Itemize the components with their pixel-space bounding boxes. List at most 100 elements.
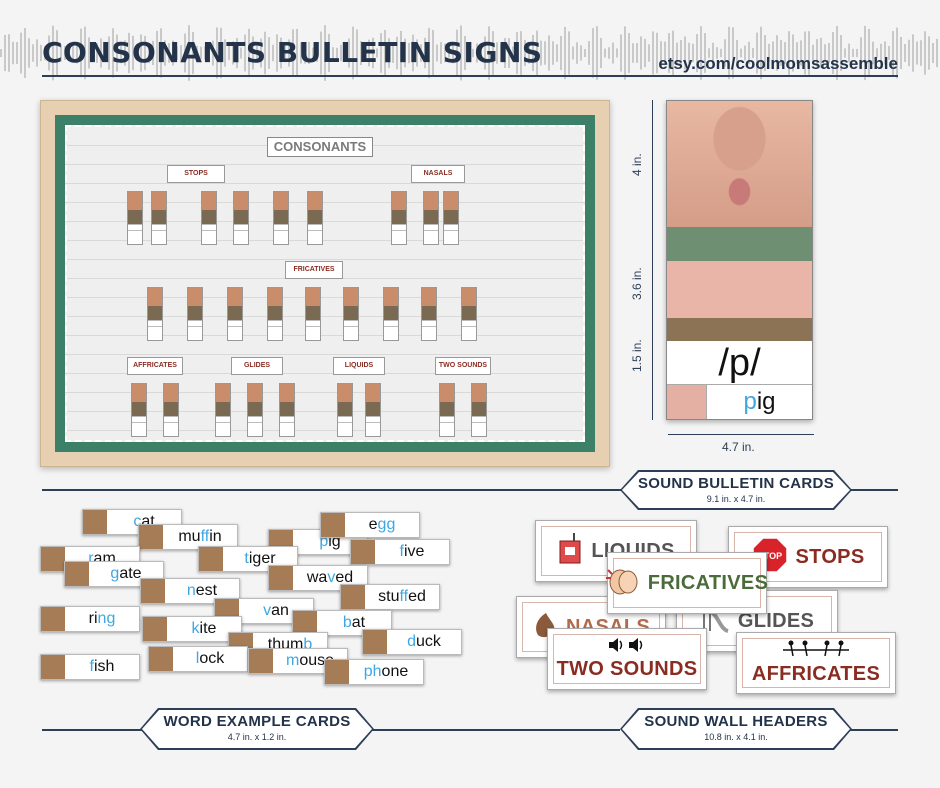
bottom-divider-left-a bbox=[42, 729, 142, 731]
word-example-card: ring bbox=[40, 606, 140, 632]
header-fricatives: FRICATIVES bbox=[605, 552, 768, 614]
word-thumbnail bbox=[139, 525, 163, 549]
board-mini-card bbox=[147, 287, 163, 341]
word-example-card: five bbox=[350, 539, 450, 565]
site-url: etsy.com/coolmomsassemble bbox=[658, 54, 898, 73]
waveform-icon bbox=[0, 25, 938, 81]
word-thumbnail bbox=[341, 585, 365, 609]
word-text: lock bbox=[195, 650, 225, 667]
board-mini-card bbox=[391, 191, 407, 245]
word-thumbnail bbox=[199, 547, 223, 571]
word-thumbnail bbox=[143, 617, 167, 641]
mouth-photo bbox=[667, 101, 812, 227]
phoneme-label: /p/ bbox=[667, 341, 812, 385]
board-mini-card bbox=[439, 383, 455, 437]
word-thumbnail bbox=[293, 611, 317, 635]
word-example-card: duck bbox=[362, 629, 462, 655]
board-mini-card bbox=[307, 191, 323, 245]
pig-photo bbox=[667, 227, 812, 341]
word-example-card: kite bbox=[142, 616, 242, 642]
word-text: waved bbox=[306, 569, 354, 586]
board-mini-card bbox=[343, 287, 359, 341]
dim-phoneme: 1.5 in. bbox=[630, 339, 644, 372]
board-mini-card bbox=[163, 383, 179, 437]
mid-divider-right bbox=[850, 489, 898, 491]
word-text: van bbox=[263, 602, 289, 619]
word-thumbnail bbox=[269, 566, 293, 590]
word-cards-label: WORD EXAMPLE CARDS 4.7 in. x 1.2 in. bbox=[140, 708, 374, 750]
board-mini-card bbox=[365, 383, 381, 437]
pig-thumbnail bbox=[667, 385, 707, 419]
word-text: nest bbox=[186, 582, 218, 599]
board-mini-card bbox=[423, 191, 439, 245]
board-title: CONSONANTS bbox=[267, 137, 373, 157]
page-title: Consonants Bulletin Signs bbox=[42, 36, 543, 69]
word-thumbnail bbox=[65, 562, 89, 586]
header-affricates: AFFRICATES bbox=[736, 632, 896, 694]
word-text: tiger bbox=[244, 550, 276, 567]
word-example-card: muffin bbox=[138, 524, 238, 550]
card-word: pig bbox=[743, 388, 776, 415]
word-thumbnail bbox=[41, 607, 65, 631]
word-thumbnail bbox=[83, 510, 107, 534]
board-mini-card bbox=[187, 287, 203, 341]
word-example-card: phone bbox=[324, 659, 424, 685]
word-text: gate bbox=[110, 565, 142, 582]
dim-picture: 3.6 in. bbox=[630, 267, 644, 300]
word-example-card: stuffed bbox=[340, 584, 440, 610]
board-mini-card bbox=[127, 191, 143, 245]
word-thumbnail bbox=[325, 660, 349, 684]
word-text: stuffed bbox=[378, 588, 426, 605]
bottom-divider-right bbox=[850, 729, 898, 731]
board-mini-card bbox=[337, 383, 353, 437]
word-thumbnail bbox=[41, 547, 65, 571]
word-text: phone bbox=[363, 663, 409, 680]
word-example-card: waved bbox=[268, 565, 368, 591]
board-header-fricatives: FRICATIVES bbox=[285, 261, 343, 279]
board-mini-card bbox=[461, 287, 477, 341]
word-text: egg bbox=[368, 516, 396, 533]
sound-bulletin-card-sample: /p/ pig bbox=[666, 100, 813, 420]
word-text: kite bbox=[191, 620, 217, 637]
word-thumbnail bbox=[351, 540, 375, 564]
board-header-liquids: LIQUIDS bbox=[333, 357, 385, 375]
board-mini-card bbox=[201, 191, 217, 245]
board-mini-card bbox=[131, 383, 147, 437]
board-mini-card bbox=[305, 287, 321, 341]
board-mini-card bbox=[247, 383, 263, 437]
svg-text:STOP: STOP bbox=[757, 551, 781, 561]
speaker-icon bbox=[557, 637, 698, 658]
word-thumbnail bbox=[149, 647, 173, 671]
board-mini-card bbox=[151, 191, 167, 245]
board-header-nasals: NASALS bbox=[411, 165, 465, 183]
word-text: ring bbox=[88, 610, 116, 627]
clapping-hands-icon bbox=[605, 566, 640, 601]
board-header-affricates: AFFRICATES bbox=[127, 357, 183, 375]
word-thumbnail bbox=[41, 655, 65, 679]
word-text: bat bbox=[342, 614, 366, 631]
board-mini-card bbox=[215, 383, 231, 437]
dimension-line-horizontal bbox=[668, 434, 814, 435]
board-header-two-sounds: TWO SOUNDS bbox=[435, 357, 491, 375]
board-mini-card bbox=[383, 287, 399, 341]
dim-width: 4.7 in. bbox=[722, 440, 755, 454]
word-text: duck bbox=[407, 633, 441, 650]
word-text: muffin bbox=[178, 528, 222, 545]
board-mini-card bbox=[471, 383, 487, 437]
dimension-line-vertical bbox=[652, 100, 653, 420]
mid-divider-left bbox=[42, 489, 624, 491]
dim-face: 4 in. bbox=[630, 153, 644, 176]
board-header-stops: STOPS bbox=[167, 165, 225, 183]
word-thumbnail bbox=[141, 579, 165, 603]
wall-headers-label: SOUND WALL HEADERS 10.8 in. x 4.1 in. bbox=[620, 708, 852, 750]
word-example-card: nest bbox=[140, 578, 240, 604]
word-example-card: egg bbox=[320, 512, 420, 538]
word-text: fish bbox=[89, 658, 115, 675]
board-mini-card bbox=[421, 287, 437, 341]
board-mini-card bbox=[233, 191, 249, 245]
word-thumbnail bbox=[363, 630, 387, 654]
word-text: five bbox=[399, 543, 425, 560]
word-example-card: fish bbox=[40, 654, 140, 680]
bulletin-board-preview: CONSONANTS STOPS NASALS FRICATIVES AFFRI… bbox=[40, 100, 610, 467]
word-thumbnail bbox=[249, 649, 273, 673]
